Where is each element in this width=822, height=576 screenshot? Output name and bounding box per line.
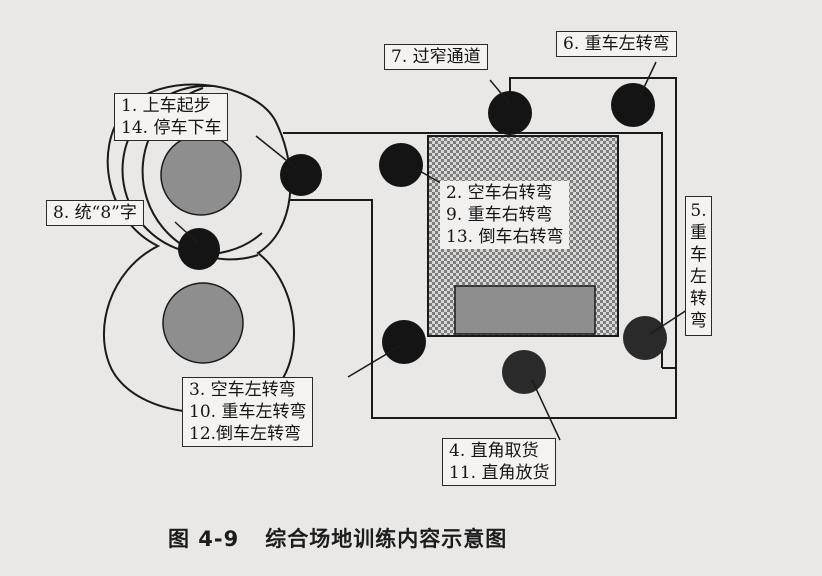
station-right-angle <box>502 350 546 394</box>
label-step-8: 8. 统“8”字 <box>53 203 137 223</box>
label-step-12: 12.倒车左转弯 <box>189 424 302 444</box>
label-step-6: 6. 重车左转弯 <box>563 34 670 54</box>
label-step-11: 11. 直角放货 <box>449 463 550 483</box>
label-right-angle: 4. 直角取货 11. 直角放货 <box>442 438 557 486</box>
label-step-5-c5: 弯 <box>690 311 707 331</box>
upper-post <box>160 134 242 216</box>
label-loaded-left-turn-6: 6. 重车左转弯 <box>556 31 677 57</box>
label-loaded-left-turn-5: 5. 重 车 左 转 弯 <box>685 196 712 336</box>
label-step-13: 13. 倒车右转弯 <box>446 227 564 247</box>
label-step-3: 3. 空车左转弯 <box>189 380 296 400</box>
label-step-4: 4. 直角取货 <box>449 441 539 461</box>
station-loaded-left-turn-6 <box>611 83 655 127</box>
station-figure-8 <box>178 228 220 270</box>
storage-area <box>454 285 596 335</box>
lower-post <box>162 282 244 364</box>
figure-caption: 图 4-9 综合场地训练内容示意图 <box>168 523 507 553</box>
label-step-10: 10. 重车左转弯 <box>189 402 307 422</box>
label-step-7: 7. 过窄通道 <box>391 47 481 67</box>
label-step-5-c3: 左 <box>690 267 707 287</box>
label-step-14: 14. 停车下车 <box>121 118 222 138</box>
label-step-2: 2. 空车右转弯 <box>446 183 553 203</box>
label-figure-8: 8. 统“8”字 <box>46 200 144 226</box>
station-narrow-passage <box>488 91 532 135</box>
label-step-9: 9. 重车右转弯 <box>446 205 553 225</box>
station-left-turns <box>382 320 426 364</box>
label-step-5-num: 5. <box>690 201 707 221</box>
leader-lines <box>174 61 691 441</box>
station-loaded-left-turn-5 <box>623 316 667 360</box>
label-right-turns: 2. 空车右转弯 9. 重车右转弯 13. 倒车右转弯 <box>440 181 570 249</box>
label-step-5-c4: 转 <box>690 289 707 309</box>
label-start-stop: 1. 上车起步 14. 停车下车 <box>114 93 229 141</box>
figure-title: 综合场地训练内容示意图 <box>265 527 508 551</box>
label-left-turns: 3. 空车左转弯 10. 重车左转弯 12.倒车左转弯 <box>182 377 314 447</box>
label-step-5-c2: 车 <box>690 245 707 265</box>
label-step-5-c1: 重 <box>690 223 707 243</box>
label-step-1: 1. 上车起步 <box>121 96 211 116</box>
label-narrow-passage: 7. 过窄通道 <box>384 44 488 70</box>
figure-number: 图 4-9 <box>168 527 240 551</box>
station-right-turns <box>379 143 423 187</box>
